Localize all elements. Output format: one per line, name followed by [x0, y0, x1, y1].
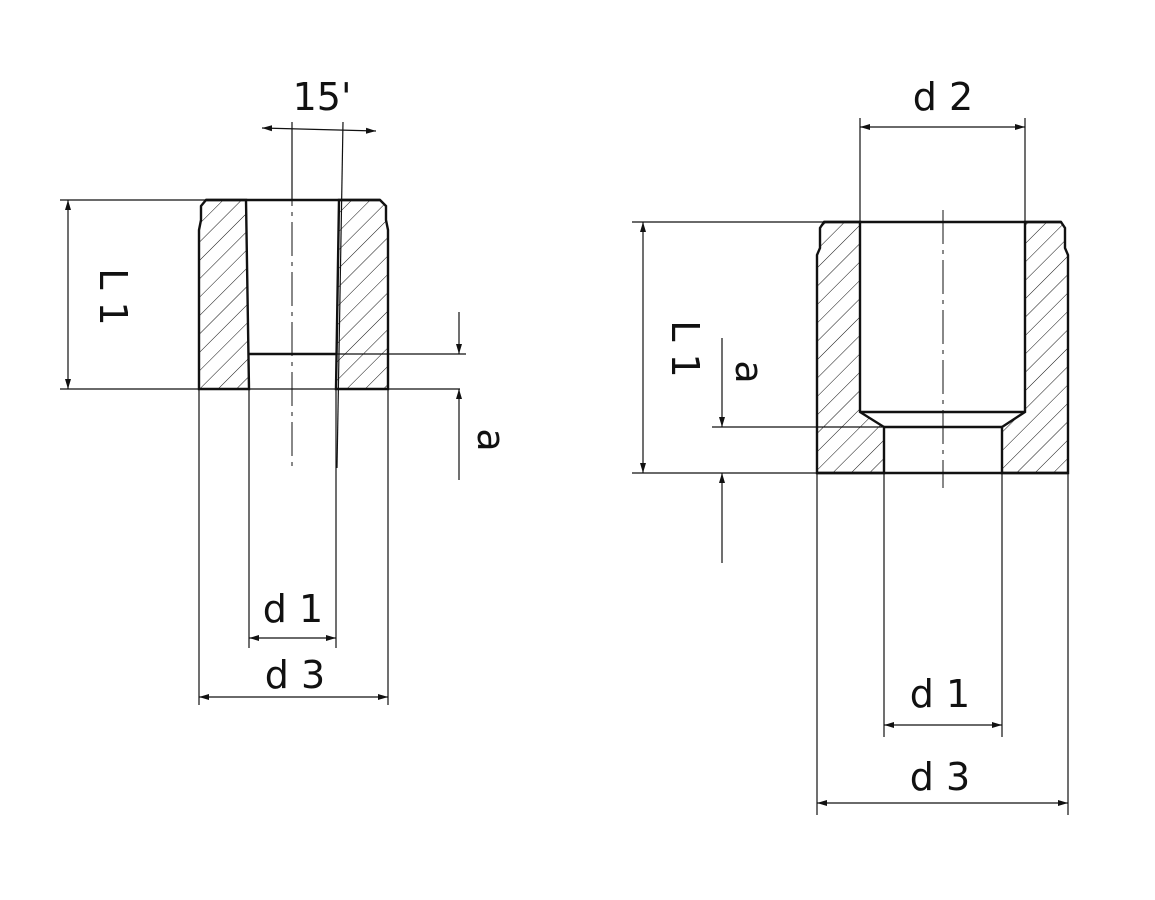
left-angle-label: 15' [293, 75, 352, 119]
left-d1-label: d 1 [263, 587, 323, 631]
right-a-label: a [727, 360, 771, 383]
right-part-wall-right [1000, 220, 1070, 475]
right-L1-label: L 1 [663, 320, 707, 377]
right-part-wall-left [815, 220, 886, 475]
left-angle-dim-line [261, 125, 377, 134]
right-d1-label: d 1 [910, 672, 970, 716]
left-L1-label: L 1 [91, 268, 135, 325]
left-part-wall-left [197, 198, 251, 391]
right-part: d 2 L 1 a d 1 d 3 [632, 75, 1070, 815]
left-part-wall-right [334, 198, 390, 391]
left-angle-ext-2 [336, 121, 344, 469]
left-a-label: a [469, 428, 513, 451]
right-d3-label: d 3 [910, 755, 970, 799]
left-part: 15' L 1 a d 1 d 3 [60, 75, 513, 705]
left-d3-label: d 3 [265, 653, 325, 697]
right-d2-label: d 2 [913, 75, 973, 119]
